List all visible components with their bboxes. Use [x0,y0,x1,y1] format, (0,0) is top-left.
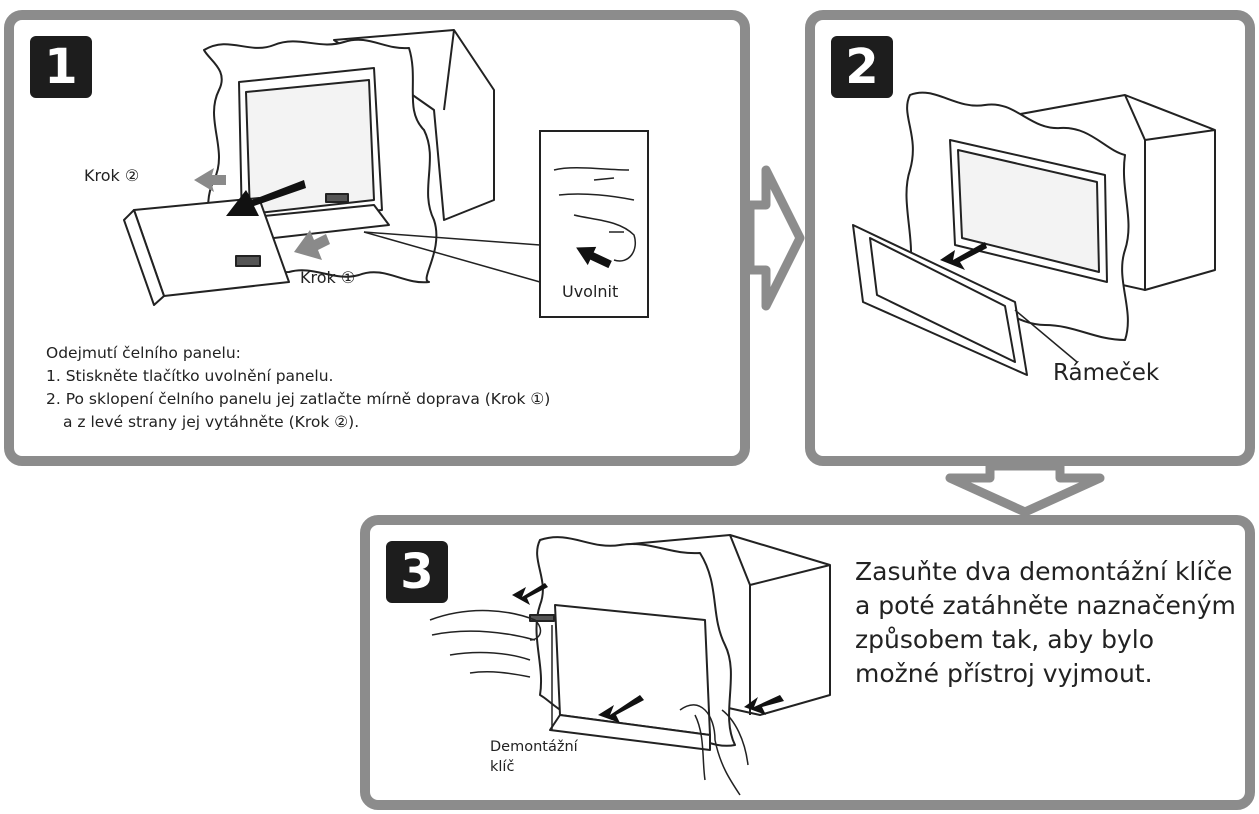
instruction-line: 2. Po sklopení čelního panelu jej zatlač… [46,388,550,411]
label-removal-key-line1: Demontážní [490,737,578,757]
panel-step-3: 3 [360,515,1255,810]
instructions-block: Odejmutí čelního panelu: 1. Stiskněte tl… [46,342,550,434]
instruction-line: 1. Stiskněte tlačítko uvolnění panelu. [46,365,550,388]
description-line: způsobem tak, aby bylo [855,623,1236,657]
label-step-2: Krok ② [84,166,139,185]
description-line: Zasuňte dva demontážní klíče [855,555,1236,589]
label-release: Uvolnit [562,282,618,301]
panel-step-2: 2 Rámeček [805,10,1255,466]
label-removal-key: Demontážní klíč [490,737,578,777]
instructions-heading: Odejmutí čelního panelu: [46,342,550,365]
description-line: možné přístroj vyjmout. [855,657,1236,691]
panel-step-1: 1 [4,10,750,466]
label-removal-key-line2: klíč [490,757,578,777]
label-step-1: Krok ① [300,268,355,287]
arrow-down-panel2-to-3 [950,466,1100,512]
hand-left-icon [430,611,540,677]
step-3-description: Zasuňte dva demontážní klíče a poté zatá… [855,555,1236,691]
instruction-line: a z levé strany jej vytáhněte (Krok ②). [46,411,550,434]
description-line: a poté zatáhněte naznačeným [855,589,1236,623]
label-frame: Rámeček [1053,360,1159,386]
arrow-right-panel1-to-2 [750,170,800,306]
illustration-frame-removal [815,20,1245,456]
